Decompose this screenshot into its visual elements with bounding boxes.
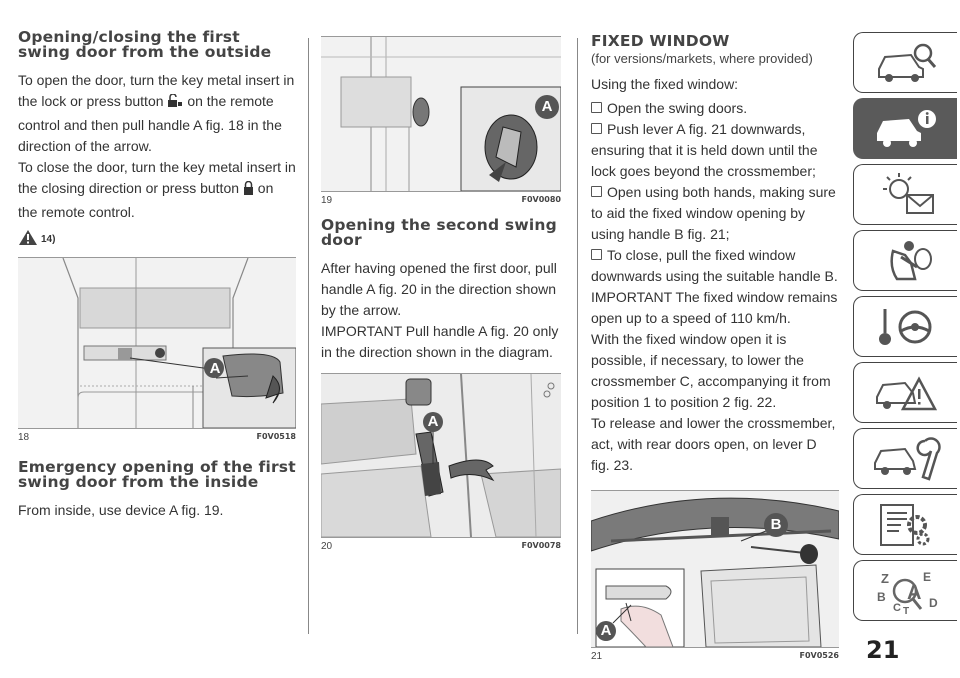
lock-closed-icon	[243, 180, 254, 202]
figure-caption: 19 F0V0080	[321, 195, 561, 206]
tab-index[interactable]: Z E A B C D T	[853, 560, 957, 621]
section-heading: FIXED WINDOW	[591, 32, 730, 50]
figure-callout-a: A	[209, 360, 221, 377]
figure-callout-a: A	[600, 622, 612, 639]
car-wrench-icon	[873, 436, 941, 481]
figure-callout-a: A	[541, 98, 553, 115]
spec-sheet-gear-icon	[879, 503, 929, 546]
column-1: Opening/closing the first swing door fro…	[18, 28, 296, 521]
index-letter: T	[903, 606, 909, 615]
figure-callout-a: A	[427, 413, 439, 430]
index-letter: B	[877, 590, 886, 604]
checkbox-bullet-icon	[591, 249, 602, 260]
door-interior-release-illustration	[321, 37, 561, 191]
chapter-tabs: Z E A B C D T	[853, 32, 957, 626]
paragraph: IMPORTANT The fixed window remains open …	[591, 289, 838, 326]
page-number: 21	[866, 636, 900, 664]
paragraph: After having opened the first door, pull…	[321, 260, 557, 318]
section-heading: Opening/closing the first swing door fro…	[18, 28, 272, 61]
steering-key-icon	[878, 308, 931, 345]
bullet-item: Push lever A fig. 21 downwards, ensuring…	[591, 121, 818, 179]
tab-knowing-the-car-active[interactable]	[853, 98, 957, 159]
warning-triangle-icon	[18, 229, 38, 249]
paragraph: To open the door, turn the key metal ins…	[18, 72, 295, 154]
index-letter: E	[923, 570, 931, 584]
fixed-window-lever-illustration	[591, 491, 839, 647]
section-heading: Opening the second swing door	[321, 216, 557, 249]
index-letter: A	[907, 582, 921, 604]
airbag-seat-icon	[889, 240, 932, 280]
figure-19: A	[321, 36, 561, 192]
figure-20: A	[321, 373, 561, 538]
tab-knowing-the-car[interactable]	[853, 32, 957, 93]
checkbox-bullet-icon	[591, 123, 602, 134]
second-door-handle-illustration	[321, 374, 561, 537]
tab-in-an-emergency[interactable]	[853, 362, 957, 423]
van-rear-door-illustration	[18, 258, 296, 428]
paragraph: From inside, use device A fig. 19.	[18, 502, 224, 518]
bullet-item: Open using both hands, making sure to ai…	[591, 184, 836, 242]
figure-21: B A	[591, 490, 839, 648]
paragraph: With the fixed window open it is possibl…	[591, 331, 831, 410]
car-warning-triangle-icon	[875, 375, 937, 410]
lock-open-key-icon	[167, 93, 183, 115]
paragraph: IMPORTANT Pull handle A fig. 20 only in …	[321, 323, 559, 360]
index-letter: Z	[881, 571, 889, 586]
bullet-item: Open the swing doors.	[591, 98, 839, 119]
tab-safety[interactable]	[853, 230, 957, 291]
column-2: A 19 F0V0080 Opening the second swing do…	[321, 36, 561, 552]
paragraph: To close the door, turn the key metal in…	[18, 159, 296, 220]
section-subtitle: (for versions/markets, where provided)	[591, 51, 813, 66]
bullet-item: To close, pull the fixed window downward…	[591, 247, 838, 284]
tab-warning-lights[interactable]	[853, 164, 957, 225]
column-divider	[577, 38, 578, 634]
checkbox-bullet-icon	[591, 186, 602, 197]
figure-callout-b: B	[770, 516, 782, 533]
paragraph: Using the fixed window:	[591, 76, 739, 92]
alphabet-index-icon: Z E A B C D T	[877, 570, 938, 615]
paragraph: To release and lower the crossmember, ac…	[591, 415, 836, 473]
car-info-icon	[876, 109, 936, 147]
column-divider	[308, 38, 309, 634]
checkbox-bullet-icon	[591, 102, 602, 113]
figure-18: A	[18, 257, 296, 429]
car-search-icon	[877, 43, 936, 82]
figure-caption: 18 F0V0518	[18, 432, 296, 443]
section-heading: Emergency opening of the first swing doo…	[18, 458, 296, 491]
figure-caption: 21 F0V0526	[591, 651, 839, 662]
index-letter: C	[893, 602, 901, 614]
index-letter: D	[929, 596, 938, 610]
tab-technical-specifications[interactable]	[853, 494, 957, 555]
tab-starting-and-driving[interactable]	[853, 296, 957, 357]
warning-reference: 14)	[18, 229, 55, 249]
tab-servicing-and-care[interactable]	[853, 428, 957, 489]
column-3: FIXED WINDOW (for versions/markets, wher…	[591, 32, 839, 662]
warning-light-message-icon	[882, 172, 934, 214]
figure-caption: 20 F0V0078	[321, 541, 561, 552]
